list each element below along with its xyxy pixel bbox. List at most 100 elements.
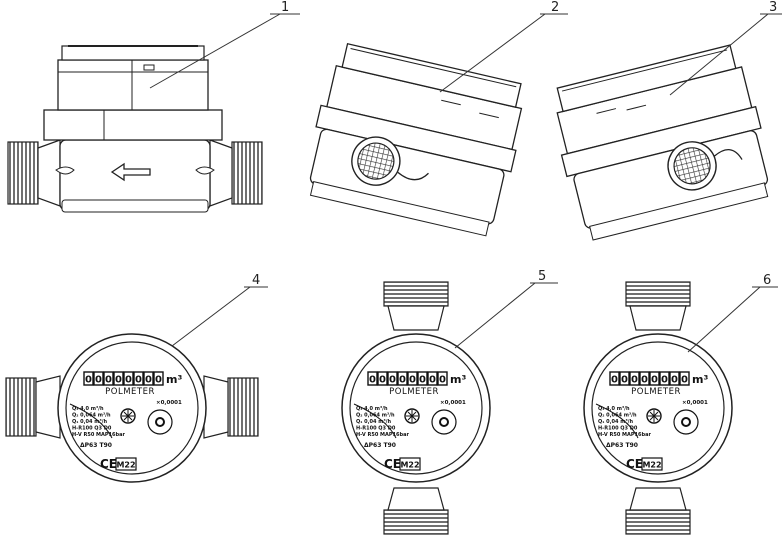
- counter-digit: 0: [399, 375, 406, 386]
- counter-digit-box: [629, 371, 640, 386]
- counter-digit: 0: [389, 375, 396, 386]
- spec-line: Q₁ 0,04 m³/h: [72, 419, 107, 425]
- counter-digit-box: [123, 371, 134, 386]
- counter-digit-box: [377, 371, 388, 386]
- spec-line: Q₁ 0,04 m³/h: [598, 419, 633, 425]
- counter-digit: 0: [641, 375, 648, 386]
- metrology-box: [399, 457, 421, 471]
- spec-line: H-V R50 MAP16bar: [356, 432, 409, 438]
- spec-line: H-V R50 MAP16bar: [598, 432, 651, 438]
- counter-digit-box: [367, 371, 378, 386]
- resolution-label: ×0,0001: [156, 400, 182, 406]
- counter-digit: 0: [631, 375, 638, 386]
- brand-name: POLMETER: [105, 387, 155, 397]
- brand-name: POLMETER: [389, 387, 439, 397]
- view-label-6: 6: [763, 273, 771, 288]
- counter-digit: 0: [125, 375, 132, 386]
- flow-arrow-icon: [110, 162, 151, 182]
- counter-digit: 0: [429, 375, 436, 386]
- counter-digit-box: [143, 371, 154, 386]
- spec-line: H-R100 Q3 D0: [356, 426, 396, 432]
- counter-digit-box: [609, 371, 620, 386]
- counter-digit: 0: [611, 375, 618, 386]
- spec-line: Q₃ 4,0 m³/h: [598, 406, 630, 412]
- counter-digit: 0: [409, 375, 416, 386]
- counter-digit-box: [83, 371, 94, 386]
- counter-digit-box: [639, 371, 650, 386]
- counter-digit-box: [437, 371, 448, 386]
- register-head: [57, 59, 209, 111]
- outlet-thread: [231, 141, 263, 205]
- counter-digit: 0: [85, 375, 92, 386]
- counter-digit-box: [679, 371, 690, 386]
- resolution-label: ×0,0001: [682, 400, 708, 406]
- metrology-mark: M22: [400, 461, 419, 470]
- inlet-thread: [383, 281, 449, 307]
- counter-digit: 0: [135, 375, 142, 386]
- metrology-mark: M22: [116, 461, 135, 470]
- ce-mark: CE: [626, 457, 643, 471]
- counter-digit: 0: [419, 375, 426, 386]
- spec-line: H-R100 Q3 D0: [72, 426, 112, 432]
- counter-digit: 0: [115, 375, 122, 386]
- counter-unit: m³: [166, 373, 182, 386]
- resolution-label: ×0,0001: [440, 400, 466, 406]
- counter-digit: 0: [145, 375, 152, 386]
- counter-digit: 0: [369, 375, 376, 386]
- counter-digit: 0: [621, 375, 628, 386]
- counter-digit-box: [133, 371, 144, 386]
- ce-mark: CE: [384, 457, 401, 471]
- metrology-box: [641, 457, 663, 471]
- spec-line: H-V R50 MAP16bar: [72, 432, 125, 438]
- counter-digit-box: [417, 371, 428, 386]
- counter-digit: 0: [155, 375, 162, 386]
- view-label-2: 2: [551, 0, 559, 15]
- view-label-3: 3: [769, 0, 777, 15]
- counter-unit: m³: [692, 373, 708, 386]
- view-label-1: 1: [281, 0, 289, 15]
- spec-line: Q₁ 0,04 m³/h: [356, 419, 391, 425]
- view-2-tilted: 2: [309, 0, 568, 237]
- class-label: ΔP63 T90: [606, 442, 638, 449]
- class-label: ΔP63 T90: [364, 442, 396, 449]
- outlet-thread: [625, 509, 691, 535]
- counter-digit-box: [649, 371, 660, 386]
- inlet-thread: [7, 141, 39, 205]
- counter-digit-box: [387, 371, 398, 386]
- counter-digit-box: [407, 371, 418, 386]
- spec-line: Q₃ 4,0 m³/h: [72, 406, 104, 412]
- counter-digit: 0: [661, 375, 668, 386]
- spec-line: Q₃ 4,0 m³/h: [356, 406, 388, 412]
- outlet-thread: [383, 509, 449, 535]
- ce-mark: CE: [100, 457, 117, 471]
- counter-digit-box: [93, 371, 104, 386]
- view-label-5: 5: [538, 269, 546, 284]
- counter-digit-box: [619, 371, 630, 386]
- counter-digit-box: [113, 371, 124, 386]
- counter-digit-box: [103, 371, 114, 386]
- counter-digit: 0: [439, 375, 446, 386]
- counter-digit: 0: [671, 375, 678, 386]
- counter-digit-box: [153, 371, 164, 386]
- counter-digit-box: [427, 371, 438, 386]
- view-label-4: 4: [252, 273, 260, 288]
- counter-digit-box: [669, 371, 680, 386]
- inlet-thread: [5, 377, 37, 437]
- counter-digit-box: [659, 371, 670, 386]
- view-1-side: 1: [7, 0, 300, 213]
- counter-digit-box: [397, 371, 408, 386]
- counter-digit: 0: [681, 375, 688, 386]
- counter-digit: 0: [95, 375, 102, 386]
- counter-digit: 0: [379, 375, 386, 386]
- counter-unit: m³: [450, 373, 466, 386]
- counter-digit: 0: [105, 375, 112, 386]
- outlet-thread: [227, 377, 259, 437]
